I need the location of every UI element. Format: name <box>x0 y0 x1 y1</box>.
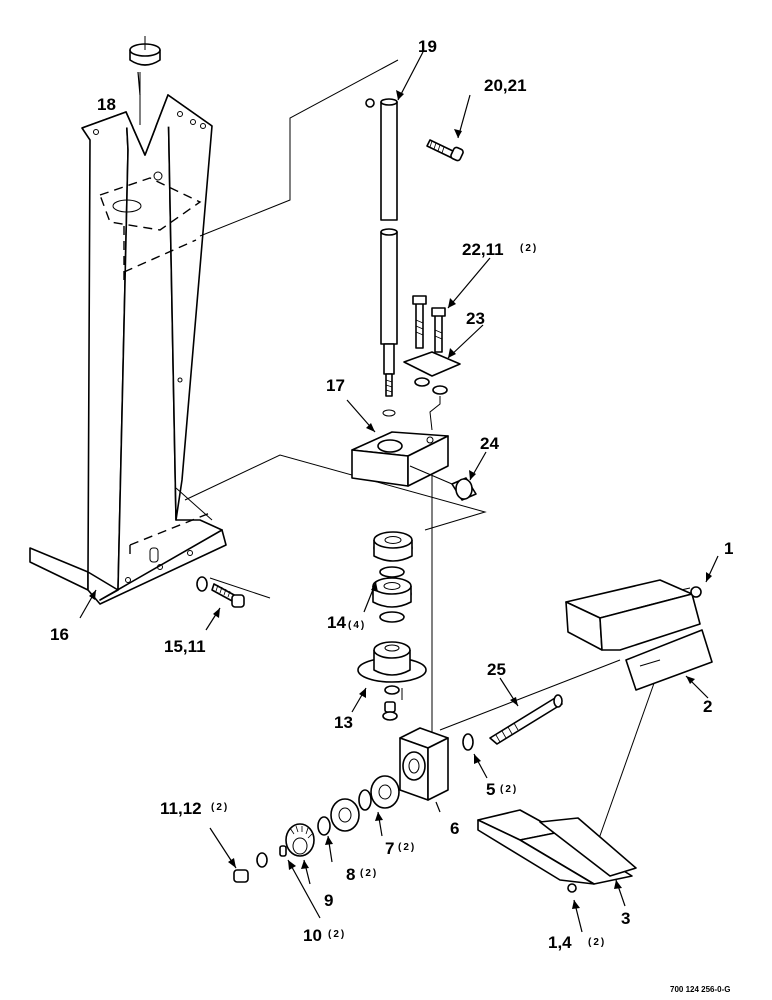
callout-18: 18 <box>97 95 116 114</box>
column-post-16 <box>29 94 227 605</box>
callout-9: 9 <box>324 891 333 910</box>
callout-1-4: 1,4 <box>548 933 572 952</box>
callout-6: 6 <box>450 819 459 838</box>
cap-18 <box>129 36 161 66</box>
spacer-24 <box>409 465 477 501</box>
callout-5: 5 <box>486 780 495 799</box>
callout-25: 25 <box>487 660 506 679</box>
gearbox-block-6 <box>399 727 449 801</box>
washer-bolt-11-12 <box>233 852 268 883</box>
flange-bearing-13 <box>357 641 427 721</box>
shaft-rod-19 <box>365 98 398 417</box>
callout-14-qty: (4) <box>348 620 366 631</box>
callout-8-qty: (2) <box>360 868 378 879</box>
callout-3: 3 <box>621 909 630 928</box>
callout-20-21: 20,21 <box>484 76 527 95</box>
callout-22-11: 22,11 <box>462 240 504 259</box>
drawing-number: 700 124 256-0-G <box>670 985 731 994</box>
callout-14: 14 <box>327 613 346 632</box>
assembly-reference-lines <box>139 59 691 879</box>
callout-10: 10 <box>303 926 322 945</box>
block-17 <box>351 431 449 487</box>
callout-19: 19 <box>418 37 437 56</box>
callout-24: 24 <box>480 434 499 453</box>
callout-5-qty: (2) <box>500 784 518 795</box>
callout-17: 17 <box>326 376 345 395</box>
bearings-14 <box>372 531 413 623</box>
callout-2: 2 <box>703 697 712 716</box>
callout-1-4-qty: (2) <box>588 937 606 948</box>
bolt-20-21 <box>426 139 464 162</box>
callout-7-qty: (2) <box>398 842 416 853</box>
callout-22-11-qty: (2) <box>520 243 538 254</box>
shaft-25 <box>462 694 563 751</box>
callout-13: 13 <box>334 713 353 732</box>
bearings-7 <box>358 775 400 811</box>
leader-lines <box>79 51 719 933</box>
bolts-22-11 <box>412 295 446 353</box>
bearings-8 <box>317 798 360 836</box>
callout-23: 23 <box>466 309 485 328</box>
bevel-gear-9 <box>279 823 315 857</box>
callout-11-12: 11,12 <box>160 799 202 818</box>
shield-3 <box>477 809 637 893</box>
callout-10-qty: (2) <box>328 929 346 940</box>
bolt-15-11 <box>196 576 245 608</box>
callout-7: 7 <box>385 839 394 858</box>
callout-labels: 19 20,21 18 22,11 (2) 23 17 24 14 (4) 13… <box>50 37 733 994</box>
callout-15-11: 15,11 <box>164 637 206 656</box>
callout-8: 8 <box>346 865 355 884</box>
callout-1: 1 <box>724 539 733 558</box>
shield-2 <box>565 579 713 691</box>
callout-11-12-qty: (2) <box>211 802 229 813</box>
callout-16: 16 <box>50 625 69 644</box>
plate-23 <box>403 351 461 431</box>
